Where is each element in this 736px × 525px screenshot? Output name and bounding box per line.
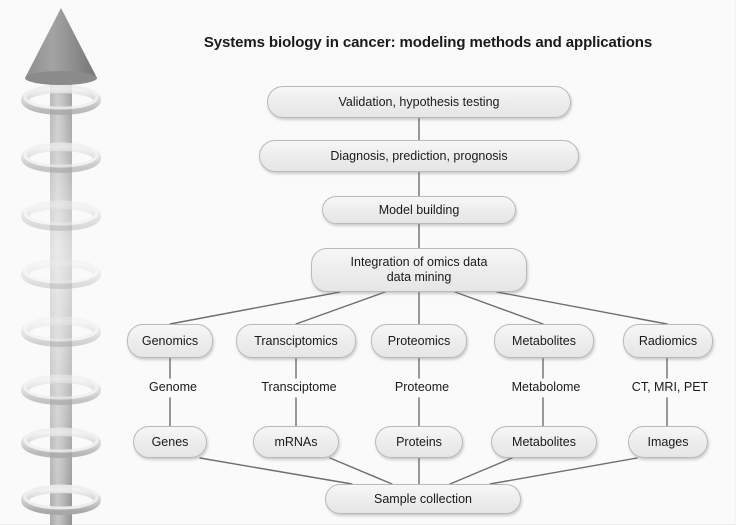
label-metabolome: Metabolome <box>483 380 609 394</box>
upward-progress-arrow <box>21 8 101 525</box>
arrow-ring <box>21 374 101 405</box>
node-mrnas[interactable]: mRNAs <box>253 426 339 458</box>
node-transciptomics[interactable]: Transciptomics <box>236 324 356 358</box>
arrow-ring <box>21 200 101 231</box>
arrow-head <box>25 8 97 85</box>
arrow-ring <box>21 258 101 289</box>
node-genes[interactable]: Genes <box>133 426 207 458</box>
node-genomics[interactable]: Genomics <box>127 324 213 358</box>
arrow-ring <box>21 142 101 173</box>
integration-line-1: Integration of omics data <box>350 255 488 269</box>
label-transciptome: Transciptome <box>234 380 364 394</box>
node-proteomics[interactable]: Proteomics <box>371 324 467 358</box>
arrow-ring <box>21 316 101 347</box>
arrow-ring <box>21 484 101 515</box>
node-metabolites-entity[interactable]: Metabolites <box>491 426 597 458</box>
node-model-building[interactable]: Model building <box>322 196 516 224</box>
page-title: Systems biology in cancer: modeling meth… <box>203 34 653 51</box>
integration-line-2: data mining <box>386 270 452 284</box>
arrow-ring <box>21 427 101 458</box>
node-proteins[interactable]: Proteins <box>375 426 463 458</box>
node-radiomics[interactable]: Radiomics <box>623 324 713 358</box>
node-diagnosis[interactable]: Diagnosis, prediction, prognosis <box>259 140 579 172</box>
node-sample-collection[interactable]: Sample collection <box>325 484 521 514</box>
label-genome: Genome <box>120 380 226 394</box>
node-integration[interactable]: Integration of omics data data mining <box>311 248 527 292</box>
node-metabolites-method[interactable]: Metabolites <box>494 324 594 358</box>
node-validation[interactable]: Validation, hypothesis testing <box>267 86 571 118</box>
label-ct-mri-pet: CT, MRI, PET <box>607 380 733 394</box>
arrow-ring <box>21 84 101 115</box>
label-proteome: Proteome <box>369 380 475 394</box>
node-images[interactable]: Images <box>628 426 708 458</box>
